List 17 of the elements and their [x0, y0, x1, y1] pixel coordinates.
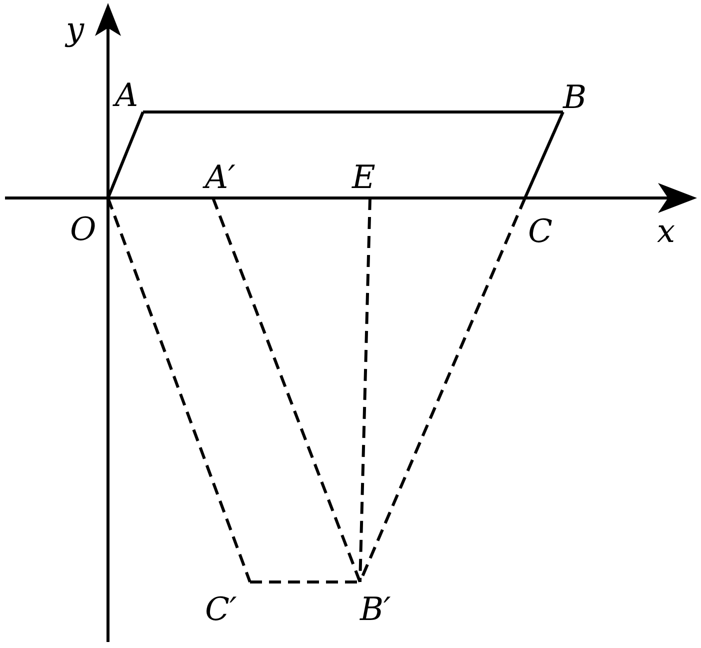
point-label: O	[70, 212, 96, 246]
point-label: C′	[205, 592, 237, 626]
point-label: E	[352, 160, 376, 194]
point-label: B	[563, 80, 587, 114]
point-label: A′	[205, 160, 236, 194]
line-segment	[106, 111, 144, 199]
dashed-line	[358, 198, 372, 582]
dashed-line	[106, 197, 252, 583]
axis-label: x	[657, 214, 676, 248]
point-label: C	[528, 214, 552, 248]
dashed-line	[250, 580, 360, 584]
line-segment	[143, 110, 563, 114]
dashed-line	[212, 197, 362, 583]
line-segment	[524, 111, 564, 199]
axis-label: y	[66, 12, 84, 46]
point-label: A	[115, 78, 138, 112]
point-label: B′	[360, 592, 391, 626]
